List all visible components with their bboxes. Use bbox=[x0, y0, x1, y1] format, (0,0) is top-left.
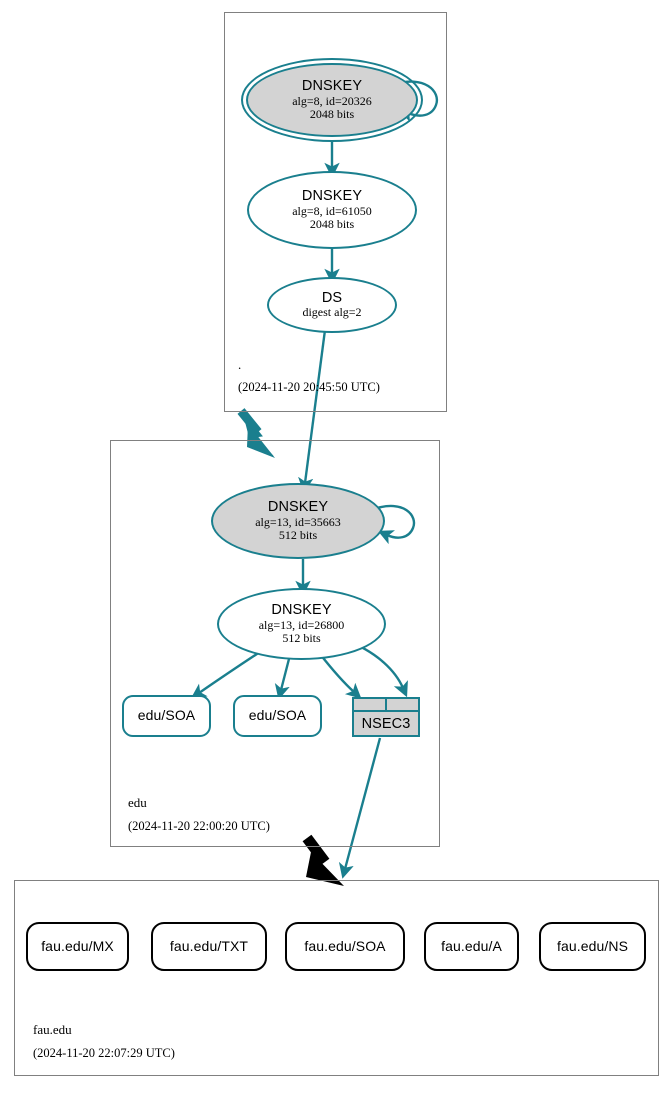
node-rrset-fau-mx[interactable]: fau.edu/MX bbox=[26, 922, 129, 971]
node-dnskey-root-ksk[interactable]: DNSKEY alg=8, id=20326 2048 bits bbox=[246, 63, 418, 137]
zone-timestamp-fau-edu: (2024-11-20 22:07:29 UTC) bbox=[33, 1046, 175, 1060]
zone-box-fau-edu bbox=[14, 880, 659, 1076]
node-title: fau.edu/A bbox=[441, 937, 502, 954]
node-title: NSEC3 bbox=[361, 715, 411, 732]
node-title: edu/SOA bbox=[248, 707, 307, 724]
node-rrset-fau-soa[interactable]: fau.edu/SOA bbox=[285, 922, 405, 971]
zone-label-root: . bbox=[238, 357, 242, 372]
node-nsec3-edu[interactable]: NSEC3 bbox=[352, 697, 420, 737]
nsec3-body: NSEC3 bbox=[354, 712, 418, 735]
zone-label-fau-edu: fau.edu bbox=[33, 1022, 72, 1037]
zone-timestamp-root: (2024-11-20 20:45:50 UTC) bbox=[238, 380, 380, 394]
node-dnskey-root-zsk[interactable]: DNSKEY alg=8, id=61050 2048 bits bbox=[247, 171, 417, 249]
node-keysize: 2048 bits bbox=[309, 107, 355, 122]
node-rrset-fau-txt[interactable]: fau.edu/TXT bbox=[151, 922, 267, 971]
node-keysize: 512 bits bbox=[282, 631, 321, 646]
node-title: fau.edu/TXT bbox=[169, 937, 249, 954]
node-title: DS bbox=[321, 290, 343, 307]
node-keyinfo: alg=13, id=35663 bbox=[255, 514, 341, 529]
zone-label-edu: edu bbox=[128, 795, 147, 810]
node-title: DNSKEY bbox=[267, 499, 329, 516]
node-title: DNSKEY bbox=[301, 78, 363, 95]
node-rrset-edu-soa-2[interactable]: edu/SOA bbox=[233, 695, 322, 737]
node-digest: digest alg=2 bbox=[302, 305, 362, 320]
node-title: fau.edu/NS bbox=[556, 937, 629, 954]
node-keyinfo: alg=8, id=20326 bbox=[292, 93, 372, 108]
node-rrset-fau-a[interactable]: fau.edu/A bbox=[424, 922, 519, 971]
node-keyinfo: alg=13, id=26800 bbox=[258, 617, 345, 632]
node-dnskey-edu-ksk[interactable]: DNSKEY alg=13, id=35663 512 bits bbox=[211, 483, 385, 559]
node-title: DNSKEY bbox=[301, 188, 363, 205]
root-ksk-outer-ring bbox=[241, 58, 423, 142]
nsec3-header-cell-2 bbox=[385, 699, 418, 710]
zone-box-root bbox=[224, 12, 447, 412]
node-keysize: 2048 bits bbox=[309, 217, 355, 232]
node-rrset-fau-ns[interactable]: fau.edu/NS bbox=[539, 922, 646, 971]
zone-timestamp-edu: (2024-11-20 22:00:20 UTC) bbox=[128, 819, 270, 833]
nsec3-header-row bbox=[354, 699, 418, 712]
node-rrset-edu-soa-1[interactable]: edu/SOA bbox=[122, 695, 211, 737]
node-title: fau.edu/SOA bbox=[304, 937, 386, 954]
node-keysize: 512 bits bbox=[278, 528, 318, 543]
node-ds-root[interactable]: DS digest alg=2 bbox=[267, 277, 397, 333]
nsec3-header-cell-1 bbox=[354, 699, 385, 710]
zone-box-edu bbox=[110, 440, 440, 847]
node-dnskey-edu-zsk[interactable]: DNSKEY alg=13, id=26800 512 bits bbox=[217, 588, 386, 660]
node-keyinfo: alg=8, id=61050 bbox=[292, 203, 372, 218]
node-title: fau.edu/MX bbox=[41, 937, 114, 954]
node-title: DNSKEY bbox=[271, 602, 332, 619]
node-title: edu/SOA bbox=[137, 707, 196, 724]
